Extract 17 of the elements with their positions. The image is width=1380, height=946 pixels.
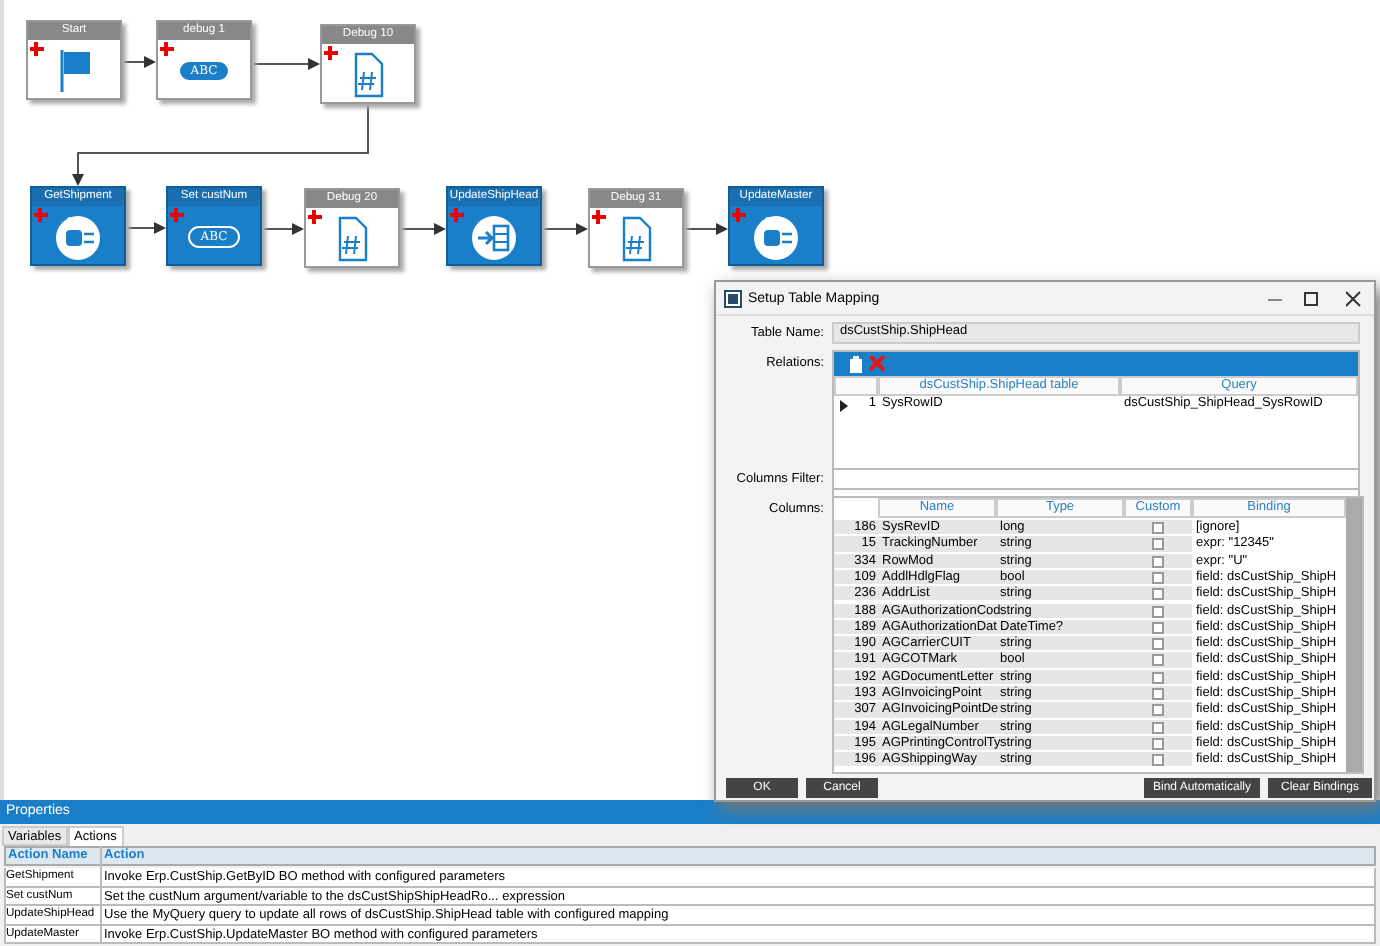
- activity-box: [446, 186, 542, 266]
- arrow: [123, 56, 156, 68]
- activity-box: [320, 24, 416, 104]
- activity-box: [26, 20, 122, 100]
- activity-box: [728, 186, 824, 266]
- arrow: [253, 58, 320, 70]
- activity-box: [588, 188, 684, 268]
- arrow: [401, 223, 446, 235]
- arrow: [685, 223, 728, 235]
- arrow: [263, 223, 304, 235]
- arrow: [72, 105, 369, 186]
- arrow: [543, 223, 588, 235]
- activity-box: [304, 188, 400, 268]
- activity-box: [156, 20, 252, 100]
- activity-box: [30, 186, 126, 266]
- activity-box: [166, 186, 262, 266]
- arrow: [127, 222, 166, 234]
